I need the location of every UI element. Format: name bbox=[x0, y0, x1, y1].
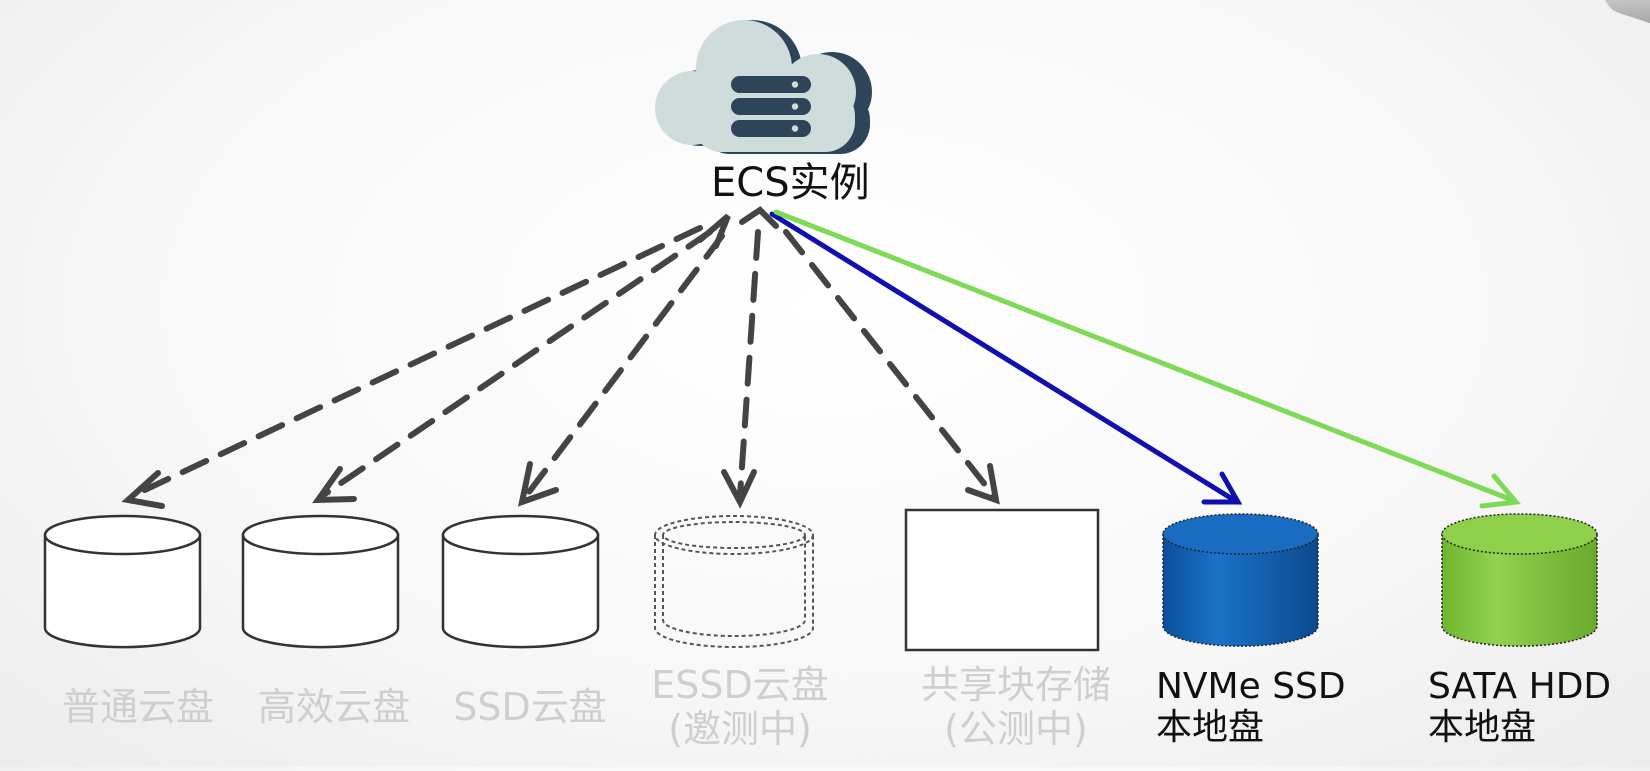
sata-hdd-local-disk-type: 本地盘 bbox=[1428, 707, 1537, 749]
sata-hdd-local-disk-name: SATA HDD bbox=[1428, 666, 1612, 707]
arrow-sata-hdd-local-disk bbox=[773, 209, 1515, 503]
ultra-cloud-disk-label: 高效云盘 bbox=[244, 685, 424, 730]
arrow-ultra-cloud-disk bbox=[319, 229, 713, 499]
essd-cloud-disk-shape bbox=[654, 515, 814, 648]
ultra-cloud-disk-name: 高效云盘 bbox=[257, 685, 410, 729]
sata-hdd-local-disk-shape bbox=[1441, 513, 1598, 647]
ssd-cloud-disk-shape bbox=[441, 514, 600, 649]
standard-cloud-disk-name: 普通云盘 bbox=[61, 685, 214, 729]
arrowhead-shared-block-storage bbox=[965, 463, 1000, 505]
arrowhead-nvme-ssd-local-disk bbox=[1201, 471, 1243, 505]
ecs-instance-label: ECS实例 bbox=[711, 160, 870, 206]
ssd-cloud-disk-label: SSD云盘 bbox=[440, 685, 620, 730]
standard-cloud-disk-shape bbox=[43, 514, 202, 649]
essd-cloud-disk-label: ESSD云盘 (邀测中) bbox=[640, 663, 840, 751]
nvme-ssd-local-disk-label: NVMe SSD 本地盘 bbox=[1156, 666, 1346, 749]
shared-block-storage-shape bbox=[904, 508, 1100, 652]
arrowhead-sata-hdd-local-disk bbox=[1479, 473, 1521, 509]
nvme-ssd-local-disk-shape bbox=[1162, 513, 1319, 647]
connection-arrows bbox=[121, 206, 1521, 509]
nvme-ssd-local-disk-type: 本地盘 bbox=[1156, 707, 1265, 749]
arrowhead-top-cluster-left bbox=[697, 213, 731, 249]
arrowhead-standard-cloud-disk bbox=[121, 470, 165, 509]
shared-block-storage-label: 共享块存储 (公测中) bbox=[906, 663, 1126, 751]
server-stack-icon bbox=[731, 76, 811, 137]
ssd-cloud-disk-name: SSD云盘 bbox=[453, 685, 607, 729]
arrow-standard-cloud-disk bbox=[129, 225, 703, 499]
essd-cloud-disk-name: ESSD云盘 bbox=[651, 663, 829, 707]
ultra-cloud-disk-shape bbox=[241, 514, 400, 649]
shared-block-storage-name: 共享块存储 bbox=[920, 663, 1111, 707]
arrow-shared-block-storage bbox=[783, 229, 997, 499]
arrow-nvme-ssd-local-disk bbox=[769, 211, 1237, 503]
arrowhead-essd-cloud-disk bbox=[721, 469, 757, 509]
sata-hdd-local-disk-label: SATA HDD 本地盘 bbox=[1428, 666, 1611, 749]
arrow-essd-cloud-disk bbox=[737, 229, 761, 499]
shared-block-storage-status: (公测中) bbox=[944, 706, 1088, 751]
nvme-ssd-local-disk-name: NVMe SSD bbox=[1156, 666, 1346, 707]
arrowhead-top-cluster bbox=[739, 206, 779, 229]
standard-cloud-disk-label: 普通云盘 bbox=[48, 685, 228, 730]
arrowhead-ssd-cloud-disk bbox=[517, 461, 559, 507]
arrowhead-ultra-cloud-disk bbox=[312, 466, 357, 504]
arrow-ssd-cloud-disk bbox=[523, 233, 725, 499]
cloud-server-icon bbox=[655, 20, 872, 154]
essd-cloud-disk-status: (邀测中) bbox=[668, 706, 812, 751]
